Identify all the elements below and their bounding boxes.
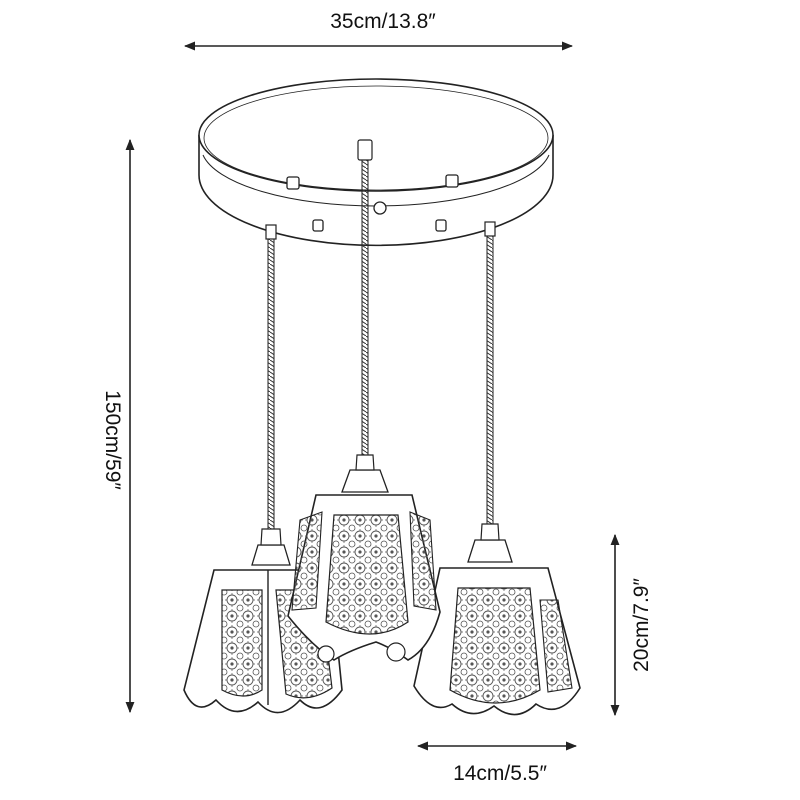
shade-width-label: 14cm/5.5″ [453,762,547,785]
pendant-shade-right [413,523,581,716]
shade-height-label: 20cm/7.9″ [630,578,653,672]
overall-width-label: 35cm/13.8″ [330,10,436,33]
ceiling-canopy [198,78,554,247]
pendant-shade-middle [287,454,441,663]
overall-height-label: 150cm/59″ [101,390,124,490]
canopy-screws [286,174,459,232]
